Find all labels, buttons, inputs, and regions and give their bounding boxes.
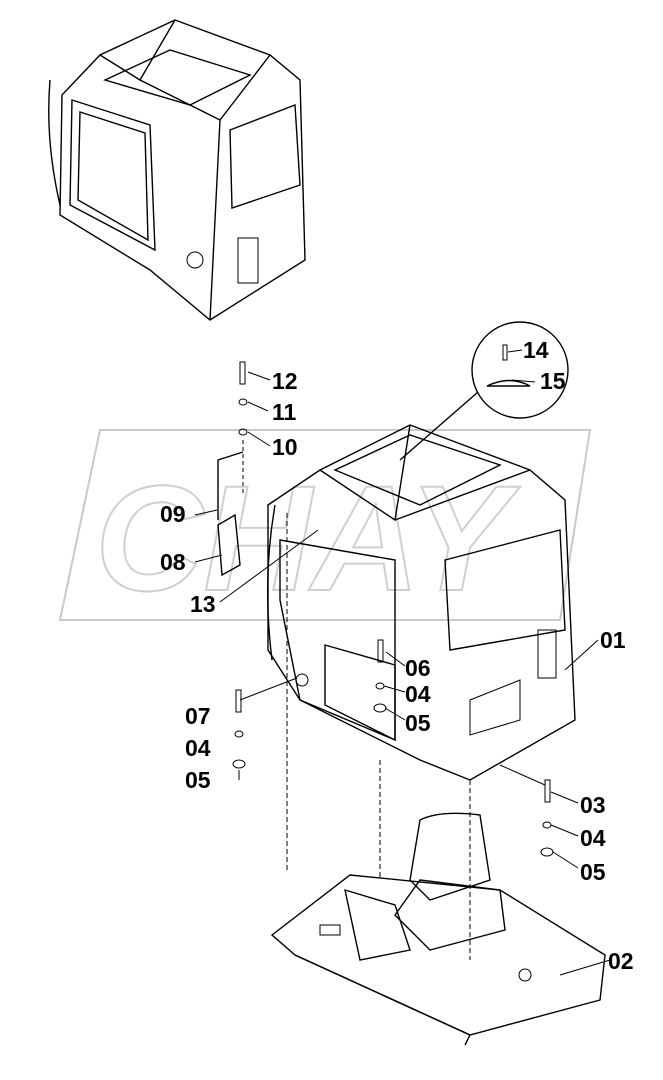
overview-cab	[48, 19, 306, 321]
callout-04-right: 04	[580, 825, 606, 851]
callout-labels: 14 15 12 11 10 09 08 13 01 06 04 05 07 0…	[160, 337, 634, 974]
rear-mirror-inset	[399, 321, 569, 461]
callout-06: 06	[405, 655, 431, 681]
callout-15: 15	[540, 368, 566, 394]
callout-03: 03	[580, 792, 606, 818]
mirror-assembly	[217, 451, 244, 577]
callout-04-left: 04	[185, 735, 211, 761]
leader-lines	[194, 349, 611, 976]
floor-plate-assembly	[270, 510, 606, 1046]
callout-10: 10	[272, 434, 298, 460]
callout-05-right: 05	[580, 859, 606, 885]
callout-12: 12	[272, 368, 298, 394]
callout-11: 11	[272, 399, 297, 425]
callout-05-middle: 05	[405, 710, 431, 736]
callout-04-middle: 04	[405, 681, 431, 707]
callout-14: 14	[523, 337, 549, 363]
callout-07: 07	[185, 703, 211, 729]
callout-13: 13	[190, 591, 216, 617]
callout-01: 01	[600, 627, 626, 653]
callout-08: 08	[160, 549, 186, 575]
main-cab-body	[266, 424, 576, 781]
callout-09: 09	[160, 501, 186, 527]
callout-02: 02	[608, 948, 634, 974]
watermark: CHAY	[58, 429, 592, 623]
callout-05-left: 05	[185, 767, 211, 793]
